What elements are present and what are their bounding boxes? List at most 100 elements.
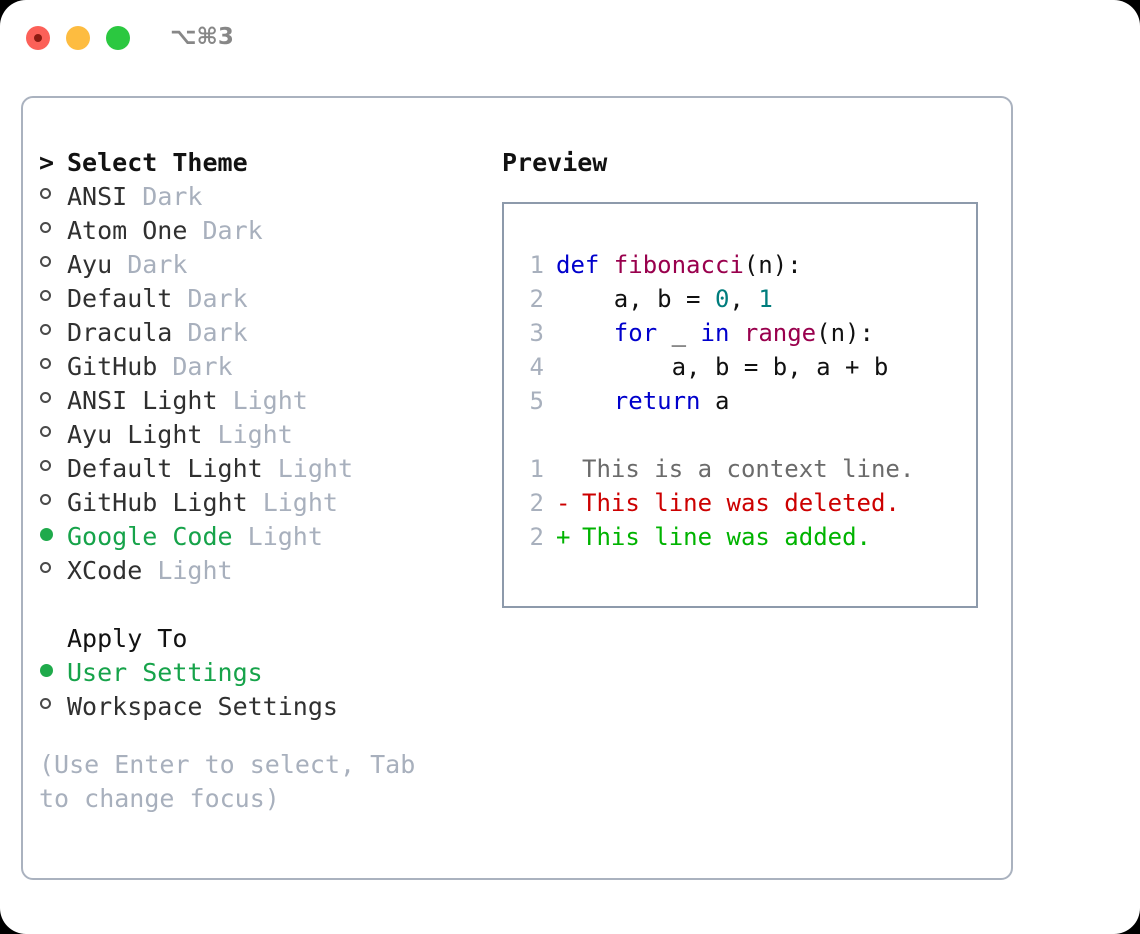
theme-option-xcode[interactable]: XCode Light bbox=[39, 554, 509, 588]
diff-sign: - bbox=[556, 489, 571, 517]
code-token-kw: in bbox=[700, 319, 730, 347]
radio-dot bbox=[40, 188, 51, 199]
label-gap bbox=[142, 554, 157, 588]
theme-option-github-light[interactable]: GitHub Light Light bbox=[39, 486, 509, 520]
diff-sign: + bbox=[556, 523, 571, 551]
page-title: Select Theme bbox=[67, 148, 248, 177]
diff-line-number: 2 bbox=[529, 523, 544, 551]
theme-option-github[interactable]: GitHub Dark bbox=[39, 350, 509, 384]
theme-option-label: ANSI Light bbox=[67, 386, 218, 415]
code-line-text: for _ in range(n): bbox=[544, 316, 874, 350]
code-token-plain: (n): bbox=[816, 319, 874, 347]
code-line-number: 1 bbox=[529, 251, 544, 279]
code-token-fn: range bbox=[743, 319, 817, 347]
maximize-button[interactable] bbox=[106, 26, 130, 50]
radio-dot bbox=[40, 290, 51, 301]
radio-dot bbox=[40, 698, 51, 709]
theme-option-default[interactable]: Default Dark bbox=[39, 282, 509, 316]
theme-option-ansi[interactable]: ANSI Dark bbox=[39, 180, 509, 214]
apply-to-heading: Apply To bbox=[39, 622, 509, 656]
code-token-kw: def bbox=[556, 251, 614, 279]
theme-option-label: Dracula bbox=[67, 318, 173, 347]
theme-option-label: Ayu bbox=[67, 250, 113, 279]
title-bar: ⌥⌘3 bbox=[0, 0, 1140, 78]
theme-option-kind: Dark bbox=[187, 318, 248, 347]
code-token-plain: a, b = b, a + b bbox=[556, 353, 889, 381]
theme-option-default-light[interactable]: Default Light Light bbox=[39, 452, 509, 486]
theme-option-kind: Light bbox=[247, 522, 323, 551]
code-line: 3 for _ in range(n): bbox=[504, 316, 976, 350]
theme-option-atom-one[interactable]: Atom One Dark bbox=[39, 214, 509, 248]
theme-option-ayu[interactable]: Ayu Dark bbox=[39, 248, 509, 282]
theme-option-label: ANSI bbox=[67, 182, 128, 211]
radio-dot bbox=[40, 324, 51, 335]
label-gap bbox=[172, 282, 187, 316]
heading-indent bbox=[39, 622, 67, 656]
code-line-number: 5 bbox=[529, 387, 544, 415]
code-line-number: 2 bbox=[529, 285, 544, 313]
apply-to-option-user-settings[interactable]: User Settings bbox=[39, 656, 509, 690]
code-token-plain: a bbox=[700, 387, 730, 415]
theme-option-label: Ayu Light bbox=[67, 420, 203, 449]
label-gap bbox=[157, 350, 172, 384]
theme-option-kind: Light bbox=[262, 488, 338, 517]
theme-option-label: Default bbox=[67, 284, 173, 313]
apply-to-option-label: User Settings bbox=[67, 658, 263, 687]
apply-to-option-workspace-settings[interactable]: Workspace Settings bbox=[39, 690, 509, 724]
window-shortcut-label: ⌥⌘3 bbox=[170, 24, 234, 50]
keyboard-hint: (Use Enter to select, Tab to change focu… bbox=[39, 750, 416, 813]
radio-dot bbox=[40, 358, 51, 369]
close-button[interactable] bbox=[26, 26, 50, 50]
code-token-plain bbox=[556, 319, 614, 347]
code-token-kw: return bbox=[613, 387, 701, 415]
prompt-caret-icon: > bbox=[39, 148, 55, 177]
code-token-plain: a, b = bbox=[556, 285, 715, 313]
radio-dot bbox=[40, 562, 51, 573]
theme-option-label: GitHub bbox=[67, 352, 158, 381]
theme-option-kind: Light bbox=[277, 454, 353, 483]
theme-option-kind: Dark bbox=[142, 182, 203, 211]
theme-option-label: Default Light bbox=[67, 454, 263, 483]
theme-option-kind: Dark bbox=[127, 250, 188, 279]
select-theme-prompt: > Select Theme bbox=[39, 146, 509, 180]
theme-option-kind: Dark bbox=[172, 352, 233, 381]
theme-option-kind: Light bbox=[217, 420, 293, 449]
radio-dot bbox=[40, 664, 53, 677]
label-gap bbox=[172, 316, 187, 350]
code-token-fn: fibonacci bbox=[613, 251, 744, 279]
theme-option-kind: Light bbox=[157, 556, 233, 585]
code-token-plain bbox=[556, 387, 614, 415]
preview-title: Preview bbox=[502, 148, 608, 177]
theme-option-ansi-light[interactable]: ANSI Light Light bbox=[39, 384, 509, 418]
apply-to-option-label: Workspace Settings bbox=[67, 692, 338, 721]
radio-dot bbox=[40, 460, 51, 471]
code-line-text: return a bbox=[544, 384, 730, 418]
apply-to-label: Apply To bbox=[67, 624, 188, 653]
code-line-number: 3 bbox=[529, 319, 544, 347]
diff-line: 1 This is a context line. bbox=[504, 452, 976, 486]
minimize-button[interactable] bbox=[66, 26, 90, 50]
theme-option-ayu-light[interactable]: Ayu Light Light bbox=[39, 418, 509, 452]
theme-option-label: Atom One bbox=[67, 216, 188, 245]
theme-option-label: XCode bbox=[67, 556, 143, 585]
diff-line-text: This line was added. bbox=[582, 523, 871, 551]
theme-option-dracula[interactable]: Dracula Dark bbox=[39, 316, 509, 350]
theme-option-google-code[interactable]: Google Code Light bbox=[39, 520, 509, 554]
code-token-plain bbox=[729, 319, 743, 347]
theme-option-kind: Dark bbox=[202, 216, 263, 245]
label-gap bbox=[263, 452, 278, 486]
label-gap bbox=[248, 486, 263, 520]
radio-dot bbox=[40, 222, 51, 233]
code-token-num: 1 bbox=[758, 285, 773, 313]
radio-dot bbox=[40, 426, 51, 437]
radio-dot bbox=[40, 392, 51, 403]
theme-option-kind: Dark bbox=[187, 284, 248, 313]
traffic-lights bbox=[26, 26, 130, 50]
label-gap bbox=[187, 214, 202, 248]
